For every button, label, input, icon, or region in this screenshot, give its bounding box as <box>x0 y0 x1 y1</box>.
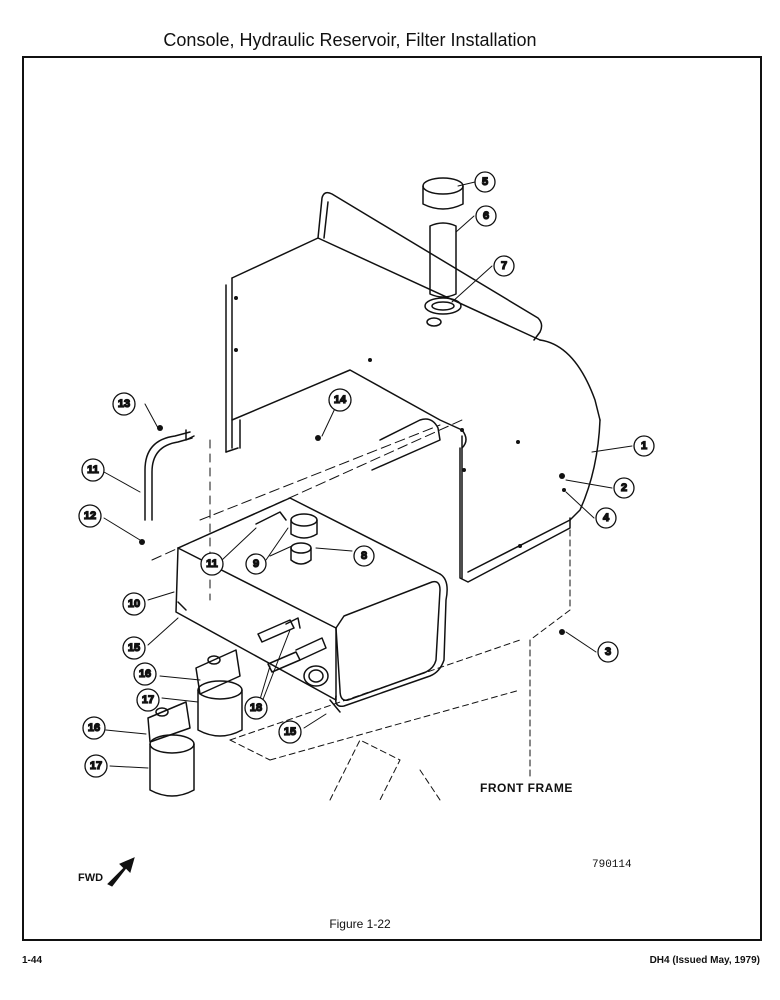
hydraulic-reservoir <box>175 497 448 713</box>
svg-text:15: 15 <box>284 726 296 738</box>
document-reference: DH4 (Issued May, 1979) <box>649 955 760 966</box>
callout-11-lower: 11 <box>200 552 224 576</box>
screw-12 <box>139 539 145 545</box>
callout-9: 9 <box>245 553 267 575</box>
callout-11-upper: 11 <box>81 458 105 482</box>
leader-lines <box>103 181 633 769</box>
svg-text:5: 5 <box>482 176 488 188</box>
hose-fittings <box>257 617 327 673</box>
nut-14 <box>315 435 321 441</box>
svg-text:6: 6 <box>483 210 489 222</box>
svg-text:9: 9 <box>253 558 259 570</box>
svg-text:18: 18 <box>250 702 262 714</box>
callout-7: 7 <box>493 255 515 277</box>
svg-text:14: 14 <box>334 394 347 406</box>
callout-1: 1 <box>633 435 655 457</box>
svg-text:12: 12 <box>84 510 96 522</box>
callout-15-left: 15 <box>122 636 146 660</box>
svg-text:4: 4 <box>603 512 610 524</box>
washer-4 <box>562 488 566 492</box>
console-housing <box>151 191 601 583</box>
svg-text:1: 1 <box>641 440 647 452</box>
callout-17-lower: 17 <box>84 754 108 778</box>
drawing-number: 790114 <box>592 859 632 871</box>
callout-14: 14 <box>328 388 352 412</box>
callout-15-right: 15 <box>278 720 302 744</box>
forward-arrow-icon <box>107 857 135 887</box>
svg-text:17: 17 <box>142 694 154 706</box>
callout-17-upper: 17 <box>136 688 160 712</box>
svg-text:15: 15 <box>128 642 140 654</box>
callout-5: 5 <box>474 171 496 193</box>
screw-2 <box>559 473 565 479</box>
svg-text:13: 13 <box>118 398 130 410</box>
fwd-label: FWD <box>78 872 104 884</box>
filter-lower <box>147 701 195 797</box>
callout-2: 2 <box>613 477 635 499</box>
callout-13: 13 <box>112 392 136 416</box>
front-frame-outline <box>229 529 571 801</box>
svg-text:16: 16 <box>88 722 100 734</box>
callout-8: 8 <box>353 545 375 567</box>
front-frame-label: FRONT FRAME <box>480 781 573 795</box>
callout-12: 12 <box>78 504 102 528</box>
svg-text:11: 11 <box>87 464 99 476</box>
svg-text:16: 16 <box>139 668 151 680</box>
callout-18: 18 <box>244 696 268 720</box>
screw-3 <box>559 629 565 635</box>
callout-6: 6 <box>475 205 497 227</box>
page-number: 1-44 <box>22 955 43 966</box>
callout-16-lower: 16 <box>82 716 106 740</box>
svg-text:3: 3 <box>605 646 611 658</box>
screw-13 <box>157 425 163 431</box>
callout-3: 3 <box>597 641 619 663</box>
breather-assembly <box>422 177 464 327</box>
callout-10: 10 <box>122 592 146 616</box>
svg-text:8: 8 <box>361 550 367 562</box>
svg-text:7: 7 <box>501 260 507 272</box>
svg-text:11: 11 <box>206 558 218 570</box>
svg-text:17: 17 <box>90 760 102 772</box>
callout-4: 4 <box>595 507 617 529</box>
callout-16-upper: 16 <box>133 662 157 686</box>
page-title: Console, Hydraulic Reservoir, Filter Ins… <box>163 30 537 50</box>
figure-caption: Figure 1-22 <box>329 917 391 931</box>
svg-text:2: 2 <box>621 482 627 494</box>
filter-upper <box>195 649 243 737</box>
svg-text:10: 10 <box>128 598 140 610</box>
